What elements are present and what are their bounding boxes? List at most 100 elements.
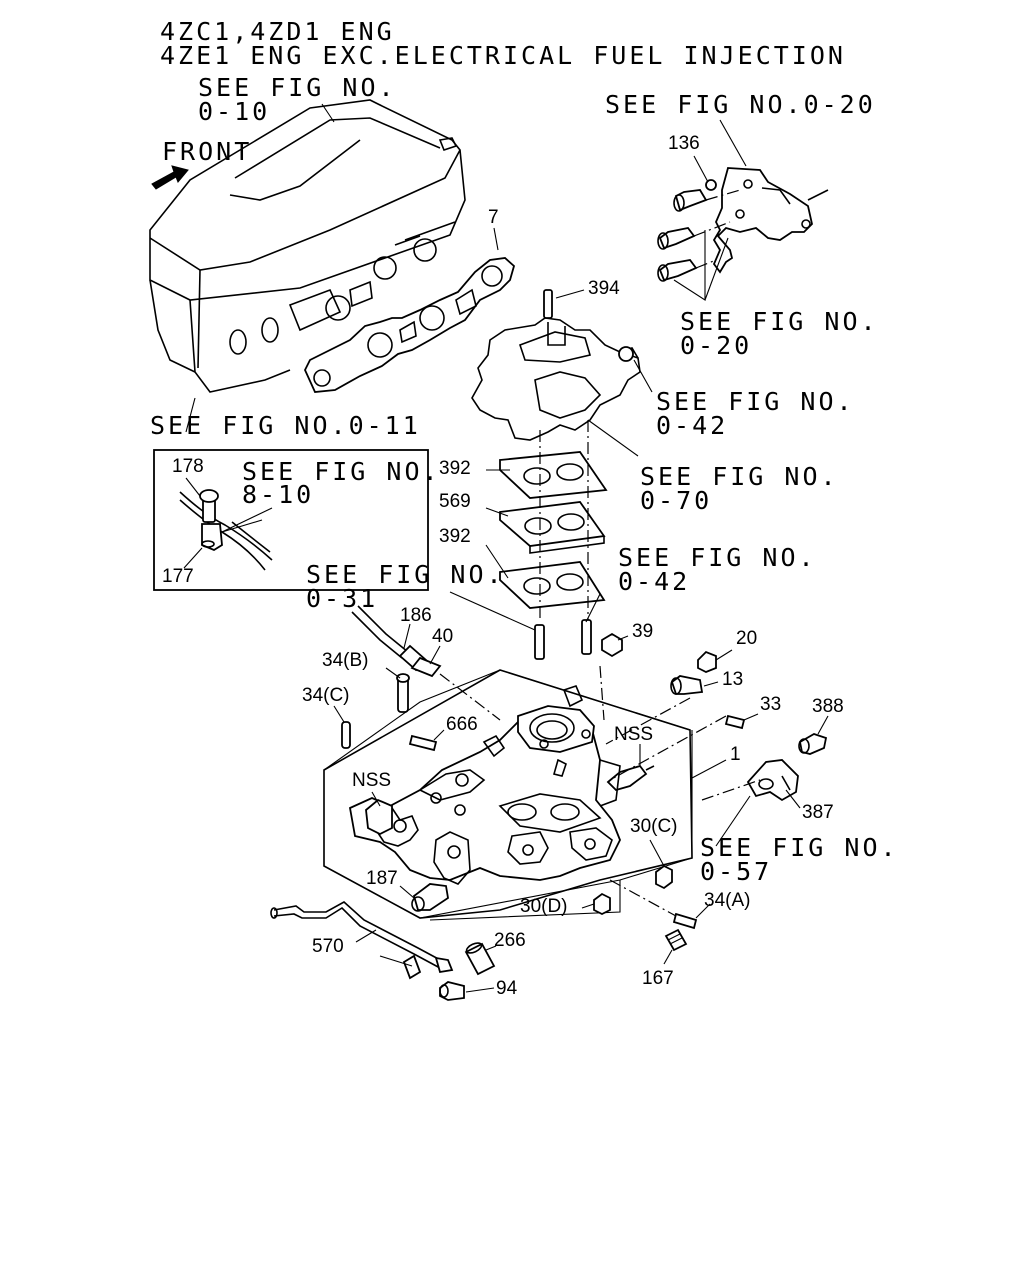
ref-fig-0-70: SEE FIG NO. 0-70	[640, 462, 839, 515]
svg-text:SEE FIG NO.: SEE FIG NO.	[680, 307, 879, 336]
part-186: 186	[400, 605, 432, 626]
leader-392-lower	[485, 544, 509, 579]
studs-pair	[534, 619, 592, 660]
svg-text:SEE FIG NO.: SEE FIG NO.	[656, 387, 855, 416]
cylinder-head	[149, 99, 466, 393]
bracket-bolts	[657, 179, 741, 302]
leader-20	[715, 649, 733, 661]
stud-666	[408, 734, 438, 752]
ref-fig-0-20-top: SEE FIG NO.0-20	[605, 90, 876, 119]
leader-34b	[385, 667, 401, 679]
svg-text:0-20: 0-20	[680, 331, 752, 360]
leader-30c	[649, 839, 665, 867]
leader-569	[485, 507, 509, 517]
sensor-nss-right	[606, 764, 655, 792]
part-39: 39	[632, 621, 653, 642]
part-167: 167	[642, 968, 674, 989]
cover-centerline	[701, 779, 761, 801]
leader-40	[429, 645, 441, 665]
svg-text:0-57: 0-57	[700, 857, 772, 886]
throttle-bracket	[712, 167, 829, 274]
leader-666	[433, 729, 445, 741]
part-30d: 30(D)	[520, 896, 568, 917]
cover-387	[746, 759, 799, 802]
leader-0-42-lower	[585, 593, 601, 623]
ref-fig-0-20: SEE FIG NO. 0-20	[680, 307, 879, 360]
gasket-392-upper	[499, 451, 608, 499]
leader-266	[485, 945, 497, 951]
leader-394	[555, 289, 585, 299]
part-387: 387	[802, 802, 834, 823]
nut-39	[601, 632, 623, 658]
part-40: 40	[432, 626, 453, 647]
pin-33	[724, 714, 746, 730]
fitting-40	[410, 656, 442, 678]
part-34c: 34(C)	[302, 685, 350, 706]
svg-text:8-10: 8-10	[242, 480, 314, 509]
part-570: 570	[312, 936, 344, 957]
pin33-centerline	[609, 715, 727, 781]
svg-text:FRONT: FRONT	[162, 137, 252, 166]
svg-text:SEE FIG NO.: SEE FIG NO.	[640, 462, 839, 491]
title-line-2: 4ZE1 ENG EXC.ELECTRICAL FUEL INJECTION	[160, 41, 846, 70]
svg-text:SEE FIG NO.: SEE FIG NO.	[242, 457, 441, 486]
part-388: 388	[812, 696, 844, 717]
leader-33	[743, 713, 759, 721]
svg-text:0-42: 0-42	[618, 567, 690, 596]
leader-13	[703, 681, 719, 687]
nut-20	[697, 650, 717, 673]
svg-text:0-42: 0-42	[656, 411, 728, 440]
ref-fig-8-10: SEE FIG NO. 8-10	[242, 457, 441, 509]
leader-388	[817, 715, 829, 735]
part-1: 1	[730, 744, 741, 765]
part-266: 266	[494, 930, 526, 951]
ref-fig-0-10: SEE FIG NO. 0-10	[198, 73, 394, 126]
leader-34c	[333, 705, 345, 723]
front-arrow-icon	[151, 165, 189, 190]
front-label: FRONT	[162, 137, 252, 166]
leader-94	[465, 987, 495, 993]
svg-text:0-70: 0-70	[640, 486, 712, 515]
svg-text:SEE FIG NO.0-20: SEE FIG NO.0-20	[605, 90, 876, 119]
stud-394	[543, 289, 553, 319]
part-187: 187	[366, 868, 398, 889]
part-20: 20	[736, 628, 757, 649]
svg-text:SEE FIG NO.: SEE FIG NO.	[306, 560, 505, 589]
leader-30d	[581, 903, 595, 909]
leader-0-70	[587, 419, 639, 457]
pipe-570	[270, 901, 454, 980]
bolt-13	[670, 675, 704, 695]
svg-text:0-31: 0-31	[306, 584, 378, 613]
leader-nss-left	[371, 791, 381, 807]
leader-387	[785, 789, 801, 809]
leader-570	[355, 929, 377, 943]
part-34b: 34(B)	[322, 650, 368, 671]
leader-570b	[379, 955, 413, 967]
bolt13-centerline	[605, 697, 691, 745]
part-33: 33	[760, 694, 781, 715]
part-394: 394	[588, 278, 620, 299]
ref-fig-0-42-lower: SEE FIG NO. 0-42	[618, 543, 814, 596]
svg-text:0-10: 0-10	[198, 97, 270, 126]
sensor-nss-left	[365, 798, 393, 836]
leader-136	[693, 155, 709, 183]
spring-167	[664, 928, 688, 952]
part-30c: 30(C)	[630, 816, 678, 837]
svg-text:SEE FIG NO.: SEE FIG NO.	[700, 833, 899, 862]
gasket-392-lower	[499, 561, 606, 609]
fitting-187	[411, 883, 449, 912]
fitting-34b	[396, 673, 410, 713]
part-177: 177	[162, 566, 194, 587]
title-line-1: 4ZC1,4ZD1 ENG	[160, 17, 395, 46]
svg-text:SEE FIG NO.0-11: SEE FIG NO.0-11	[150, 411, 421, 440]
part-7: 7	[488, 207, 499, 228]
part-392-upper: 392	[439, 458, 471, 479]
leader-0-20-top	[719, 119, 747, 167]
fitting-34a	[672, 912, 698, 930]
plug-30d	[593, 892, 611, 916]
nut39-centerline	[599, 665, 605, 721]
part-392-lower: 392	[439, 526, 471, 547]
gasket-569	[499, 501, 606, 554]
leader-167	[663, 949, 673, 965]
